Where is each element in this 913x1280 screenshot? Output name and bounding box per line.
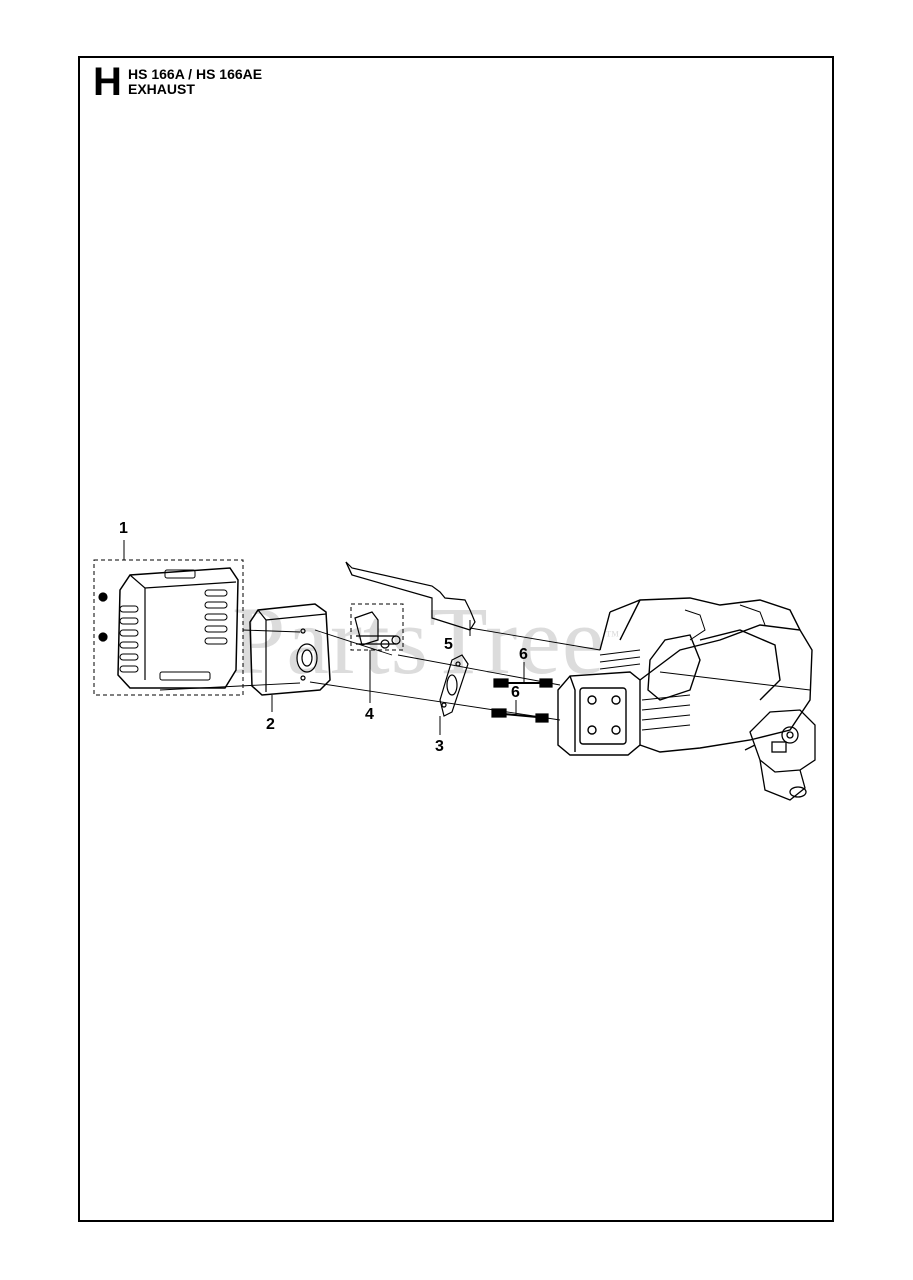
model-title: HS 166A / HS 166AE [128,66,263,82]
bracket-part[interactable] [350,603,404,703]
engine-block [557,597,813,756]
page-frame [78,56,834,1222]
callout-3: 3 [435,738,444,755]
watermark-tm: ™ [605,629,621,644]
callout-5: 5 [444,636,453,653]
stud-part[interactable] [491,662,553,723]
callout-4: 4 [365,706,374,723]
muffler-part[interactable] [249,603,331,712]
callout-6-lower: 6 [511,684,520,701]
heat-deflector-part[interactable] [345,561,476,636]
callout-2: 2 [266,716,275,733]
carburetor [744,709,816,801]
section-letter: H [93,60,122,104]
assembly-lines [159,627,811,721]
muffler-guard-part[interactable] [93,540,244,696]
callout-6-upper: 6 [519,646,528,663]
callout-1: 1 [119,520,128,537]
section-title: EXHAUST [128,81,195,97]
